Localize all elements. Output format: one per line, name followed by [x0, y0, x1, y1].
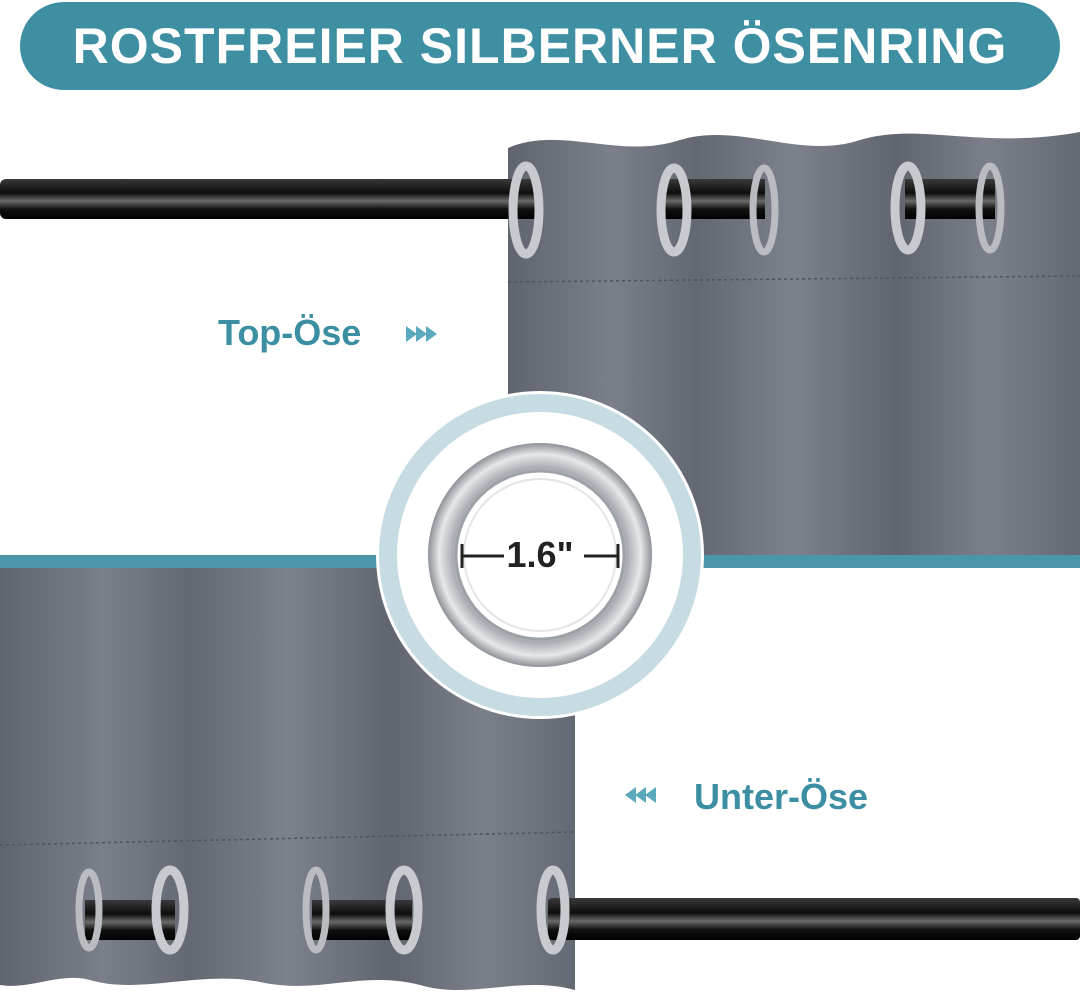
bottom-grommets — [75, 865, 570, 955]
triple-chevron-left-icon — [625, 787, 656, 803]
title-text: ROSTFREIER SILBERNER ÖSENRING — [72, 18, 1008, 74]
grommet-closeup — [376, 391, 704, 719]
triple-chevron-right-icon — [406, 326, 437, 342]
bottom-grommet-label: Unter-Öse — [694, 776, 869, 817]
title-banner: ROSTFREIER SILBERNER ÖSENRING — [20, 2, 1060, 90]
top-rod — [0, 179, 540, 219]
top-grommets — [508, 161, 1005, 259]
top-grommet-label: Top-Öse — [218, 312, 362, 353]
bottom-rod — [548, 898, 1080, 940]
diameter-label: 1.6" — [506, 534, 574, 575]
